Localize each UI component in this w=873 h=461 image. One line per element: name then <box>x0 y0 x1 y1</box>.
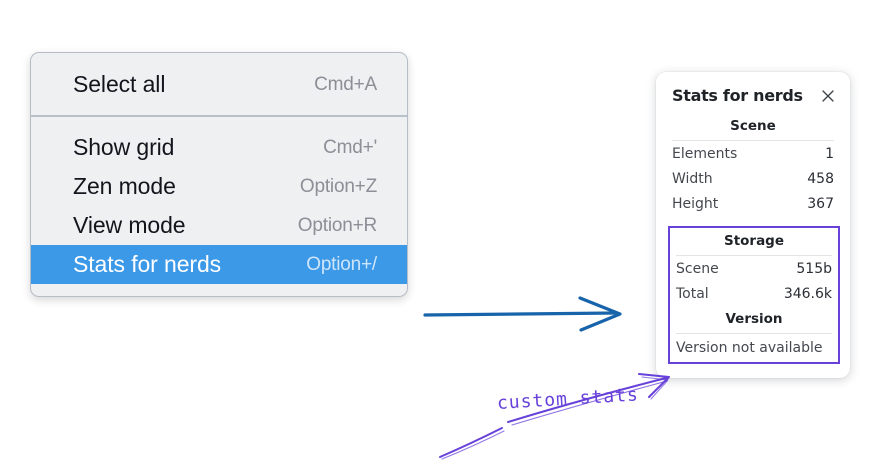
menu-item-shortcut: Option+/ <box>306 253 377 275</box>
menu-item-shortcut: Cmd+' <box>323 136 377 158</box>
menu-item-label: Zen mode <box>73 173 176 199</box>
stat-value: 367 <box>807 196 834 212</box>
stat-row-scene-size: Scene 515b <box>676 256 832 281</box>
menu-item-shortcut: Option+R <box>297 214 377 236</box>
panel-body: Scene Elements 1 Width 458 Height 367 <box>656 105 850 216</box>
version-value: Version not available <box>676 340 823 356</box>
stat-label: Total <box>676 286 709 302</box>
menu-item-label: View mode <box>73 212 186 238</box>
menu-item-zen-mode[interactable]: Zen mode Option+Z <box>31 167 407 206</box>
menu-group-view: Show grid Cmd+' Zen mode Option+Z View m… <box>31 117 407 284</box>
section-scene: Scene Elements 1 Width 458 Height 367 <box>672 105 834 216</box>
panel-header: Stats for nerds <box>656 84 850 105</box>
panel-title: Stats for nerds <box>672 86 803 105</box>
section-version: Version Version not available <box>676 306 832 358</box>
stat-value: 515b <box>796 261 832 277</box>
context-menu[interactable]: Select all Cmd+A Show grid Cmd+' Zen mod… <box>30 52 408 297</box>
callout-arrow-icon <box>439 373 670 460</box>
section-heading: Version <box>676 306 832 334</box>
close-icon[interactable] <box>820 88 836 104</box>
menu-item-view-mode[interactable]: View mode Option+R <box>31 206 407 245</box>
stat-label: Elements <box>672 146 738 162</box>
stat-label: Width <box>672 171 713 187</box>
menu-item-select-all[interactable]: Select all Cmd+A <box>31 65 407 104</box>
section-heading: Scene <box>672 105 834 141</box>
stat-value: 346.6k <box>783 286 832 302</box>
menu-item-label: Show grid <box>73 134 175 160</box>
menu-item-show-grid[interactable]: Show grid Cmd+' <box>31 128 407 167</box>
flow-arrow-icon <box>423 296 622 332</box>
stat-label: Scene <box>676 261 719 277</box>
custom-stats-box: Storage Scene 515b Total 346.6k Version … <box>668 226 840 364</box>
stat-row-total-size: Total 346.6k <box>676 281 832 306</box>
stat-row-height: Height 367 <box>672 191 834 216</box>
menu-group-select: Select all Cmd+A <box>31 53 407 117</box>
menu-item-shortcut: Option+Z <box>299 175 377 197</box>
stat-row-width: Width 458 <box>672 166 834 191</box>
menu-item-shortcut: Cmd+A <box>314 73 377 95</box>
stats-for-nerds-panel: Stats for nerds Scene Elements 1 Width 4… <box>656 72 850 378</box>
stat-value: 458 <box>807 171 834 187</box>
stat-label: Height <box>672 196 719 212</box>
section-storage: Storage Scene 515b Total 346.6k <box>676 228 832 306</box>
stat-value: 1 <box>825 146 834 162</box>
menu-item-label: Select all <box>73 71 166 97</box>
stat-row-elements: Elements 1 <box>672 141 834 166</box>
section-heading: Storage <box>676 228 832 256</box>
menu-item-label: Stats for nerds <box>73 251 222 277</box>
menu-item-stats-for-nerds[interactable]: Stats for nerds Option+/ <box>31 245 407 284</box>
